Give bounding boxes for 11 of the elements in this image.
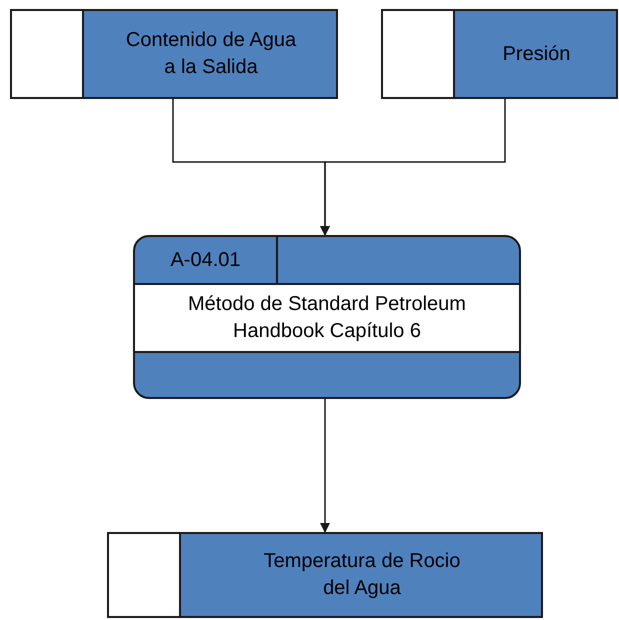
process-id: A-04.01 <box>170 248 241 272</box>
arrow <box>320 399 330 533</box>
process-box <box>133 235 521 399</box>
arrow <box>320 99 506 236</box>
data-store-box <box>381 9 618 99</box>
data-store-box <box>107 532 543 618</box>
data-store-box <box>10 9 338 99</box>
data-store-label: Temperatura de Rocio del Agua <box>262 549 462 601</box>
data-store-label: Contenido de Agua a la Salida <box>124 28 298 80</box>
process-description: Método de Standard Petroleum Handbook Capítulo 6 <box>187 292 467 344</box>
data-store-label: Presión <box>502 42 570 66</box>
